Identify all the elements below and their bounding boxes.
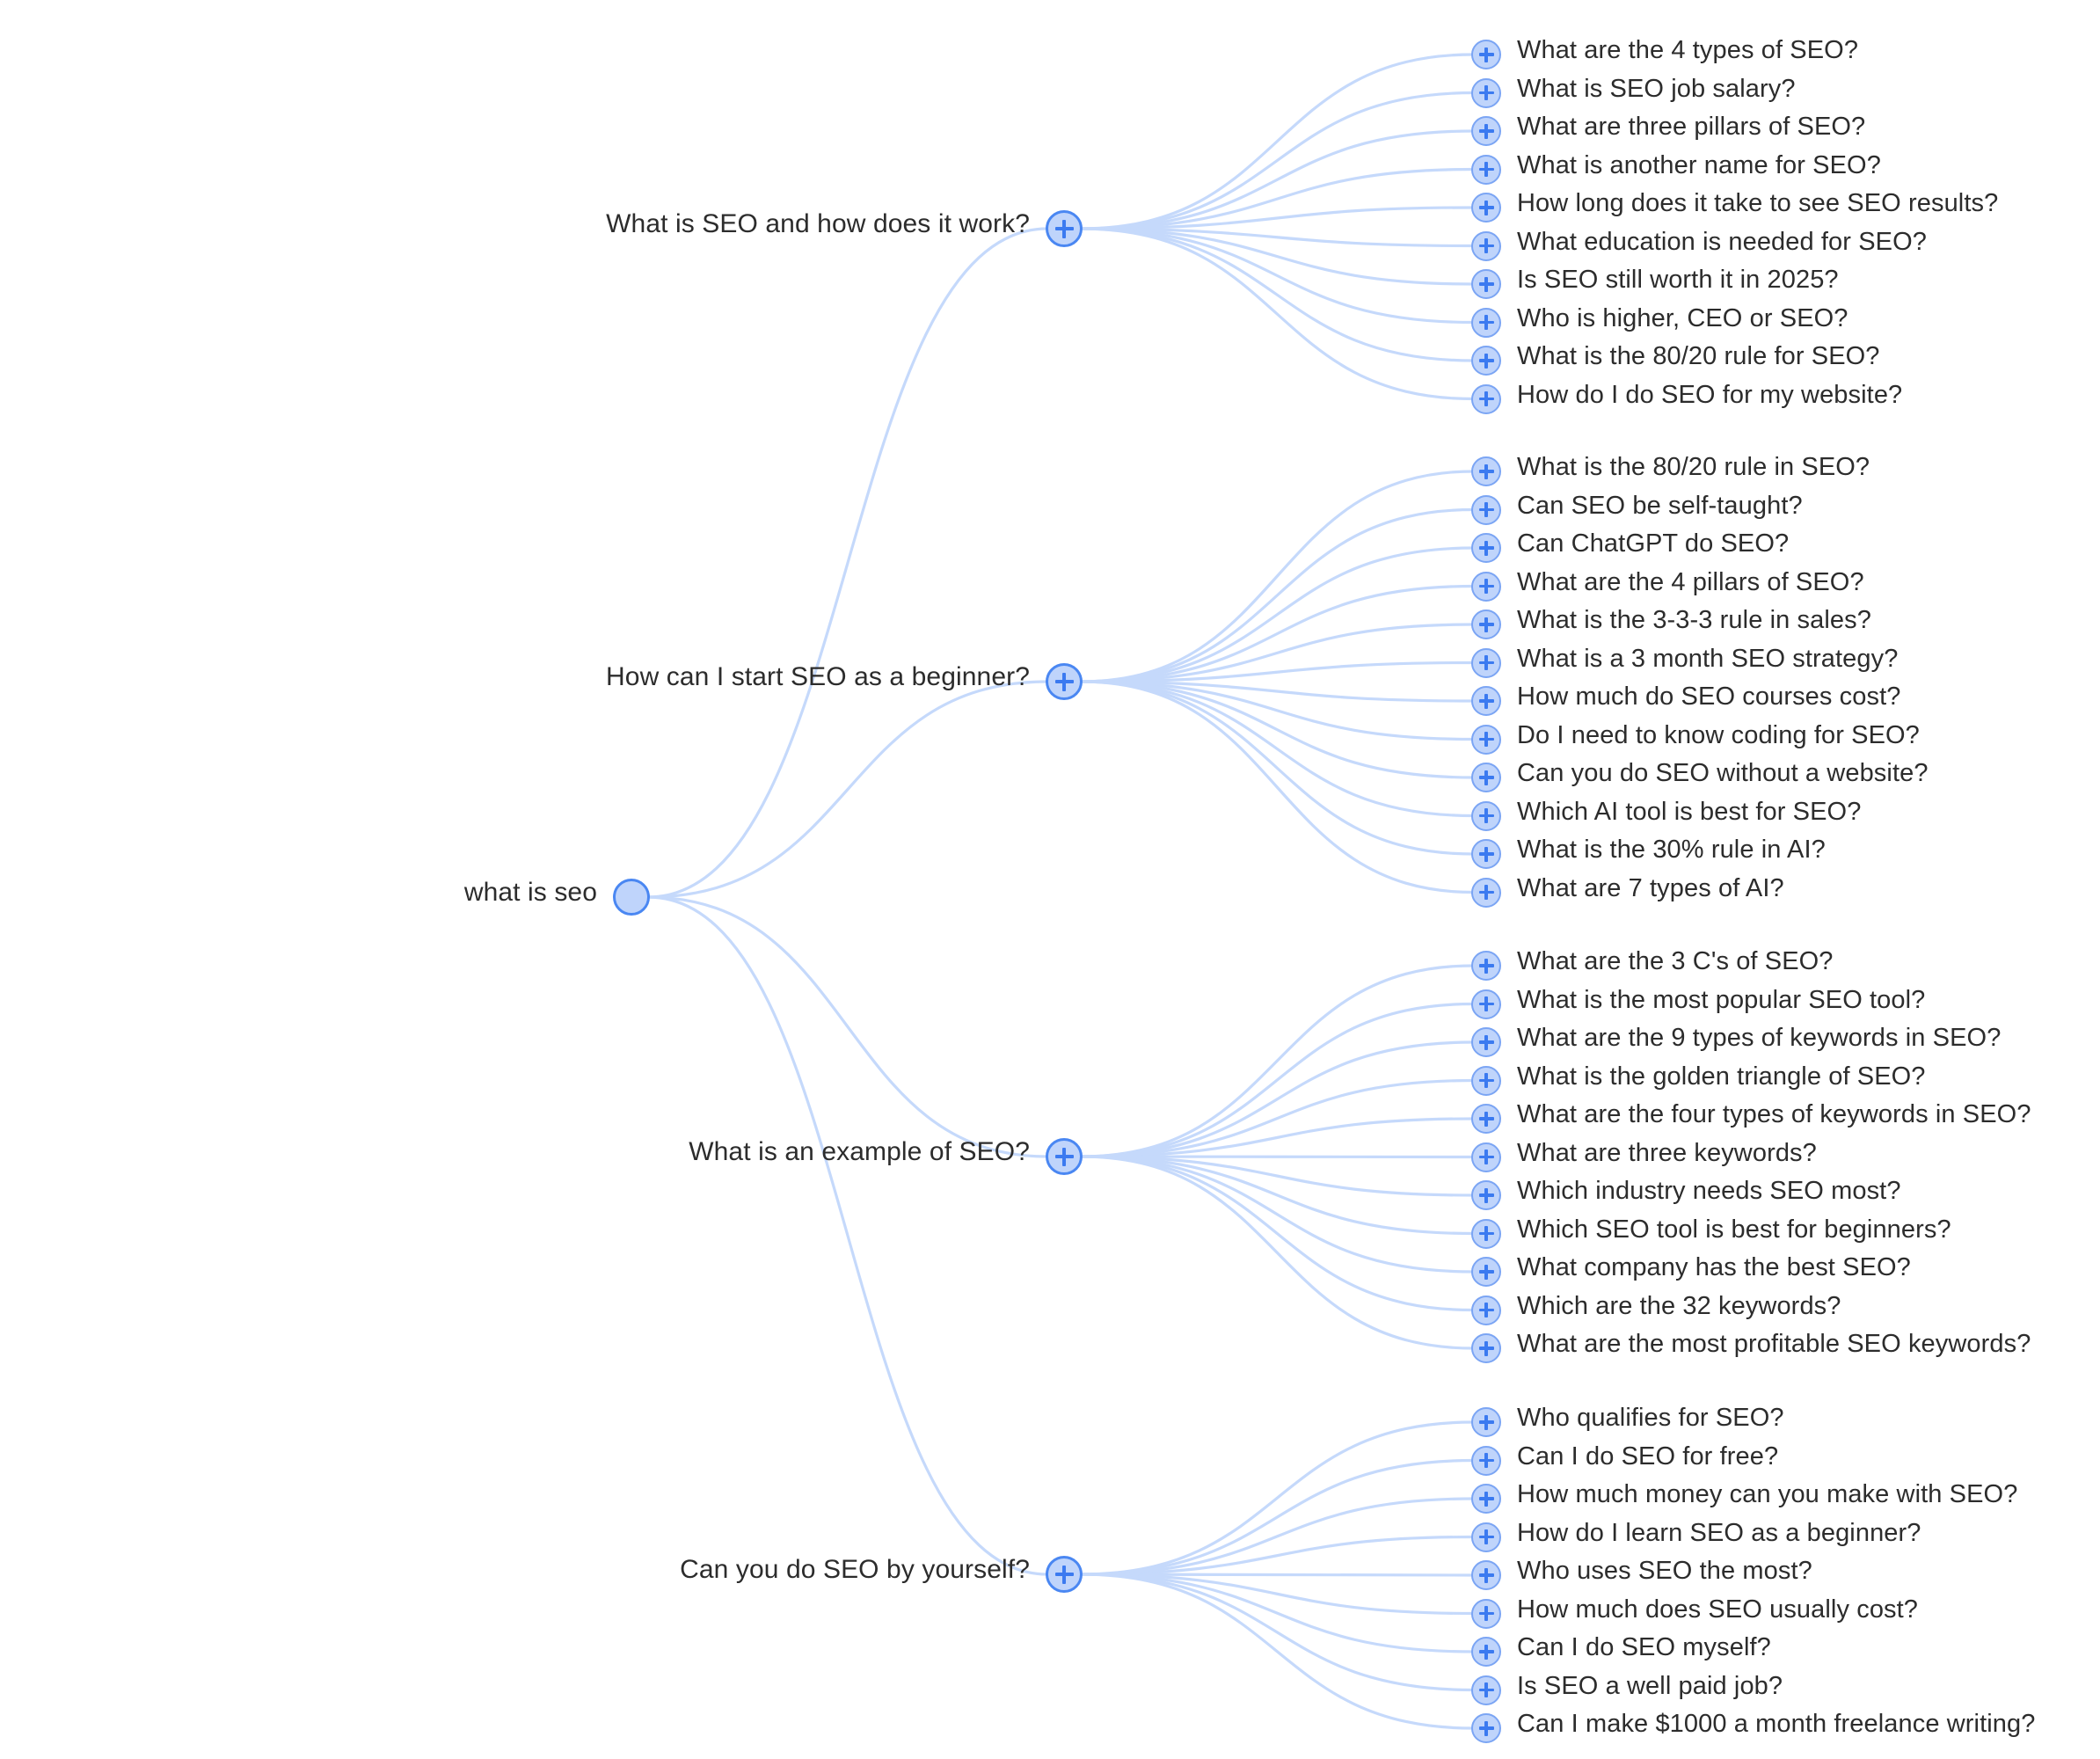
leaf-node-label: Which industry needs SEO most?	[1517, 1177, 1901, 1206]
leaf-node[interactable]	[1471, 1257, 1501, 1287]
leaf-node[interactable]	[1471, 77, 1501, 108]
leaf-node[interactable]	[1471, 1142, 1501, 1172]
leaf-node[interactable]	[1471, 494, 1501, 525]
leaf-node-label: What is the most popular SEO tool?	[1517, 985, 1926, 1014]
leaf-node-label: What are three pillars of SEO?	[1517, 113, 1866, 142]
leaf-node-label: What are the most profitable SEO keyword…	[1517, 1330, 2031, 1359]
leaf-node[interactable]	[1471, 1445, 1501, 1476]
leaf-node[interactable]	[1471, 1675, 1501, 1705]
leaf-node[interactable]	[1471, 1560, 1501, 1590]
leaf-node-label: Can I make $1000 a month freelance writi…	[1517, 1710, 2036, 1739]
leaf-node-label: What is a 3 month SEO strategy?	[1517, 644, 1899, 673]
leaf-node[interactable]	[1471, 877, 1501, 908]
leaf-node[interactable]	[1471, 383, 1501, 414]
leaf-node-label: What education is needed for SEO?	[1517, 227, 1927, 256]
leaf-node-label: Who qualifies for SEO?	[1517, 1404, 1784, 1433]
leaf-node-label: Which SEO tool is best for beginners?	[1517, 1215, 1951, 1244]
leaf-node-label: Which are the 32 keywords?	[1517, 1291, 1841, 1320]
leaf-node[interactable]	[1471, 1295, 1501, 1325]
branch-node-1[interactable]	[1046, 210, 1083, 247]
leaf-node-label: How do I learn SEO as a beginner?	[1517, 1518, 1921, 1547]
leaf-node-label: What is the 30% rule in AI?	[1517, 836, 1826, 865]
leaf-node[interactable]	[1471, 1333, 1501, 1363]
leaf-node-label: Can SEO be self-taught?	[1517, 491, 1803, 520]
leaf-node-label: What is SEO job salary?	[1517, 74, 1796, 103]
leaf-node[interactable]	[1471, 116, 1501, 146]
branch-node-label-4: Can you do SEO by yourself?	[680, 1555, 1030, 1585]
leaf-node[interactable]	[1471, 989, 1501, 1019]
leaf-node[interactable]	[1471, 456, 1501, 486]
leaf-node[interactable]	[1471, 800, 1501, 831]
leaf-node[interactable]	[1471, 1713, 1501, 1743]
leaf-node[interactable]	[1471, 40, 1501, 69]
leaf-node-label: Is SEO a well paid job?	[1517, 1671, 1783, 1700]
leaf-node[interactable]	[1471, 193, 1501, 223]
leaf-node-label: What are the 4 types of SEO?	[1517, 36, 1859, 65]
leaf-node-label: Do I need to know coding for SEO?	[1517, 720, 1920, 749]
leaf-node-label: What is the 80/20 rule in SEO?	[1517, 453, 1870, 482]
leaf-node-label: What is another name for SEO?	[1517, 150, 1881, 179]
leaf-node-label: How much do SEO courses cost?	[1517, 682, 1901, 712]
leaf-node-label: What is the 3-3-3 rule in sales?	[1517, 606, 1871, 635]
leaf-node[interactable]	[1471, 1484, 1501, 1514]
leaf-node-label: What is the 80/20 rule for SEO?	[1517, 342, 1880, 371]
leaf-node-label: What are the 3 C's of SEO?	[1517, 947, 1834, 976]
leaf-node-label: What are three keywords?	[1517, 1138, 1817, 1167]
leaf-node[interactable]	[1471, 533, 1501, 563]
leaf-node-label: What are 7 types of AI?	[1517, 873, 1784, 902]
leaf-node-label: Can I do SEO for free?	[1517, 1442, 1779, 1471]
leaf-node[interactable]	[1471, 686, 1501, 716]
leaf-node[interactable]	[1471, 269, 1501, 299]
leaf-node-label: What company has the best SEO?	[1517, 1253, 1911, 1282]
leaf-node-label: How much does SEO usually cost?	[1517, 1595, 1919, 1624]
leaf-node-label: How much money can you make with SEO?	[1517, 1480, 2018, 1509]
leaf-node[interactable]	[1471, 763, 1501, 792]
leaf-node-label: How do I do SEO for my website?	[1517, 380, 1903, 409]
leaf-node[interactable]	[1471, 724, 1501, 755]
leaf-node[interactable]	[1471, 1522, 1501, 1552]
branch-node-label-3: What is an example of SEO?	[689, 1137, 1030, 1167]
leaf-node[interactable]	[1471, 951, 1501, 981]
leaf-node-label: What are the 4 pillars of SEO?	[1517, 567, 1864, 596]
leaf-node[interactable]	[1471, 1637, 1501, 1667]
leaf-node[interactable]	[1471, 1180, 1501, 1210]
leaf-node-label: How long does it take to see SEO results…	[1517, 189, 1999, 218]
leaf-node-label: Can you do SEO without a website?	[1517, 759, 1929, 788]
leaf-node-label: What is the golden triangle of SEO?	[1517, 1062, 1926, 1091]
leaf-node[interactable]	[1471, 571, 1501, 602]
leaf-node-label: Is SEO still worth it in 2025?	[1517, 266, 1839, 295]
leaf-node-label: What are the four types of keywords in S…	[1517, 1100, 2031, 1129]
leaf-node[interactable]	[1471, 346, 1501, 376]
leaf-node[interactable]	[1471, 839, 1501, 869]
leaf-node[interactable]	[1471, 609, 1501, 639]
root-node-label: what is seo	[463, 878, 597, 908]
branch-node-2[interactable]	[1046, 663, 1083, 700]
leaf-node-label: Which AI tool is best for SEO?	[1517, 797, 1862, 826]
leaf-node-label: Who is higher, CEO or SEO?	[1517, 303, 1848, 332]
leaf-node[interactable]	[1471, 647, 1501, 678]
branch-node-label-2: How can I start SEO as a beginner?	[606, 662, 1030, 692]
leaf-node[interactable]	[1471, 1218, 1501, 1249]
leaf-node[interactable]	[1471, 307, 1501, 338]
leaf-node[interactable]	[1471, 1065, 1501, 1096]
leaf-node[interactable]	[1471, 1407, 1501, 1437]
leaf-node[interactable]	[1471, 230, 1501, 261]
leaf-node[interactable]	[1471, 1104, 1501, 1134]
leaf-node-label: Can I do SEO myself?	[1517, 1633, 1771, 1662]
leaf-node-label: Can ChatGPT do SEO?	[1517, 529, 1790, 558]
branch-node-label-1: What is SEO and how does it work?	[606, 209, 1030, 239]
leaf-node-label: What are the 9 types of keywords in SEO?	[1517, 1024, 2002, 1053]
leaf-node[interactable]	[1471, 154, 1501, 185]
root-node[interactable]	[613, 879, 650, 916]
branch-node-3[interactable]	[1046, 1138, 1083, 1175]
leaf-node-label: Who uses SEO the most?	[1517, 1557, 1812, 1586]
leaf-node[interactable]	[1471, 1598, 1501, 1629]
leaf-node[interactable]	[1471, 1027, 1501, 1057]
branch-node-4[interactable]	[1046, 1556, 1083, 1593]
